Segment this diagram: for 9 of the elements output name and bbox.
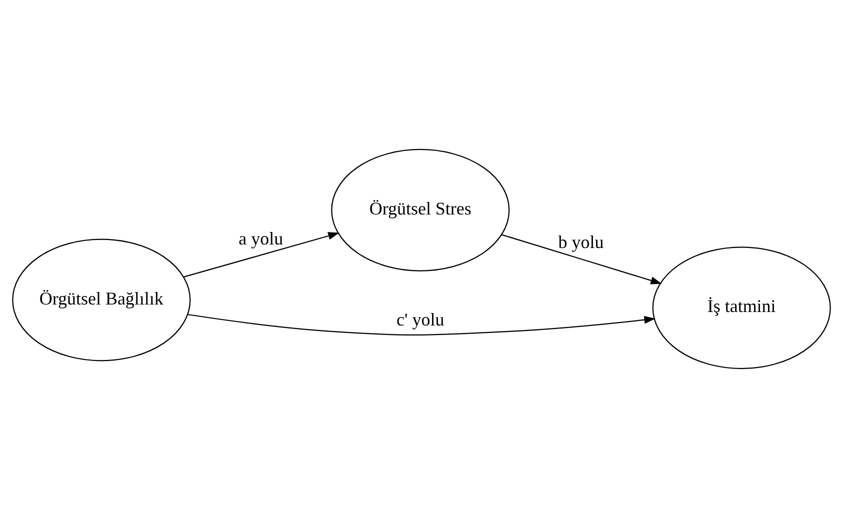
arrow [184,232,340,278]
node-ellipse: İş tatmini [652,246,831,369]
node-ellipse: Örgütsel Bağlılık [12,238,191,361]
edge-label: a yolu [238,228,284,248]
arrow [501,234,662,284]
edge-label: c' yolu [396,309,444,330]
edge-label: b yolu [558,232,604,252]
arrow [188,313,656,336]
node-ellipse: Örgütsel Stres [331,148,510,271]
